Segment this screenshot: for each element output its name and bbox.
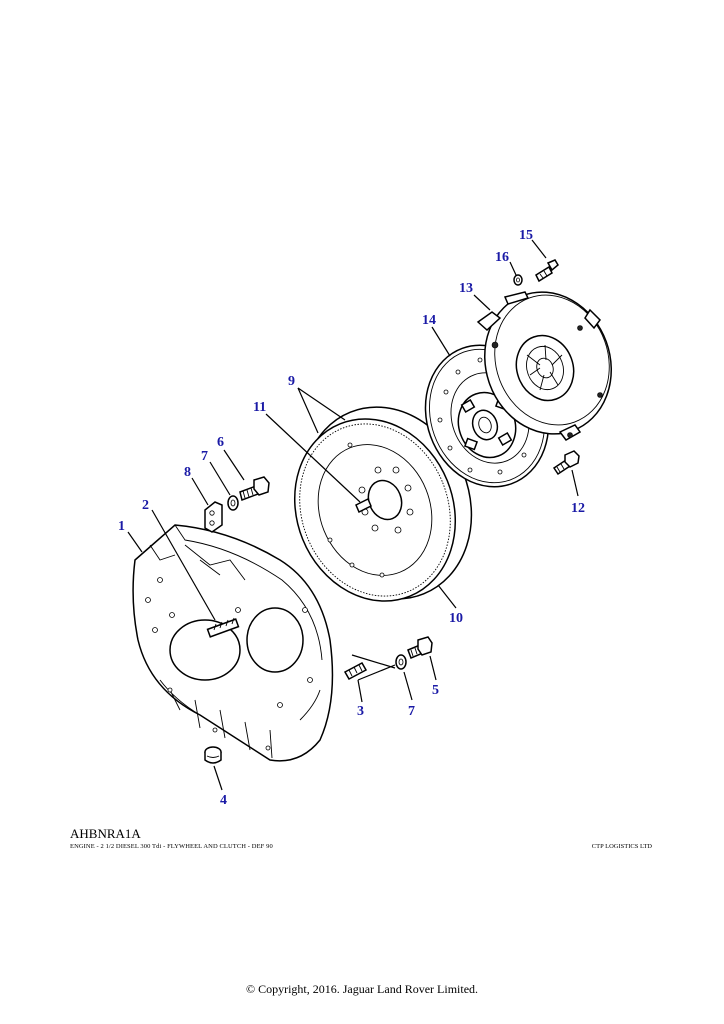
- callout-14: 14: [422, 313, 436, 328]
- clutch-cover: [476, 291, 613, 441]
- stud: [206, 617, 240, 638]
- callout-labels: 1 2 3 4 5 6 7 7 8 9 10 11 12 13 14 15 16: [118, 228, 585, 808]
- callout-7-upper: 7: [201, 449, 208, 464]
- callout-8: 8: [184, 465, 191, 480]
- callout-13: 13: [459, 281, 473, 296]
- copyright-notice: © Copyright, 2016. Jaguar Land Rover Lim…: [245, 982, 479, 996]
- callout-7-lower: 7: [408, 704, 415, 719]
- callout-11: 11: [253, 400, 266, 415]
- callout-5: 5: [432, 683, 439, 698]
- plug: [204, 746, 222, 764]
- bolt-lower: [407, 636, 433, 659]
- callout-15: 15: [519, 228, 533, 243]
- bolt-small: [535, 259, 559, 283]
- callout-12: 12: [571, 501, 585, 516]
- leader-lines: [127, 239, 579, 791]
- locating-plate: [204, 501, 223, 533]
- callout-16: 16: [495, 250, 509, 265]
- callout-4: 4: [220, 793, 227, 808]
- callout-10: 10: [449, 611, 463, 626]
- spring-washer: [513, 274, 523, 286]
- callout-3: 3: [357, 704, 364, 719]
- callout-2: 2: [142, 498, 149, 513]
- flywheel: [293, 406, 473, 602]
- callout-6: 6: [217, 435, 224, 450]
- bolt-upper: [239, 476, 270, 501]
- bolt-clutch: [552, 450, 580, 476]
- flywheel-housing: [132, 524, 334, 762]
- washer-upper: [227, 495, 239, 511]
- company-name: CTP LOGISTICS LTD: [591, 843, 652, 850]
- washer-lower: [395, 654, 407, 670]
- diagram-reference-code: AHBNRA1A: [70, 826, 141, 841]
- callout-9: 9: [288, 374, 295, 389]
- callout-1: 1: [118, 519, 125, 534]
- dowel-stud: [343, 661, 368, 681]
- diagram-caption: ENGINE - 2 1/2 DIESEL 300 Tdi - FLYWHEEL…: [70, 843, 273, 850]
